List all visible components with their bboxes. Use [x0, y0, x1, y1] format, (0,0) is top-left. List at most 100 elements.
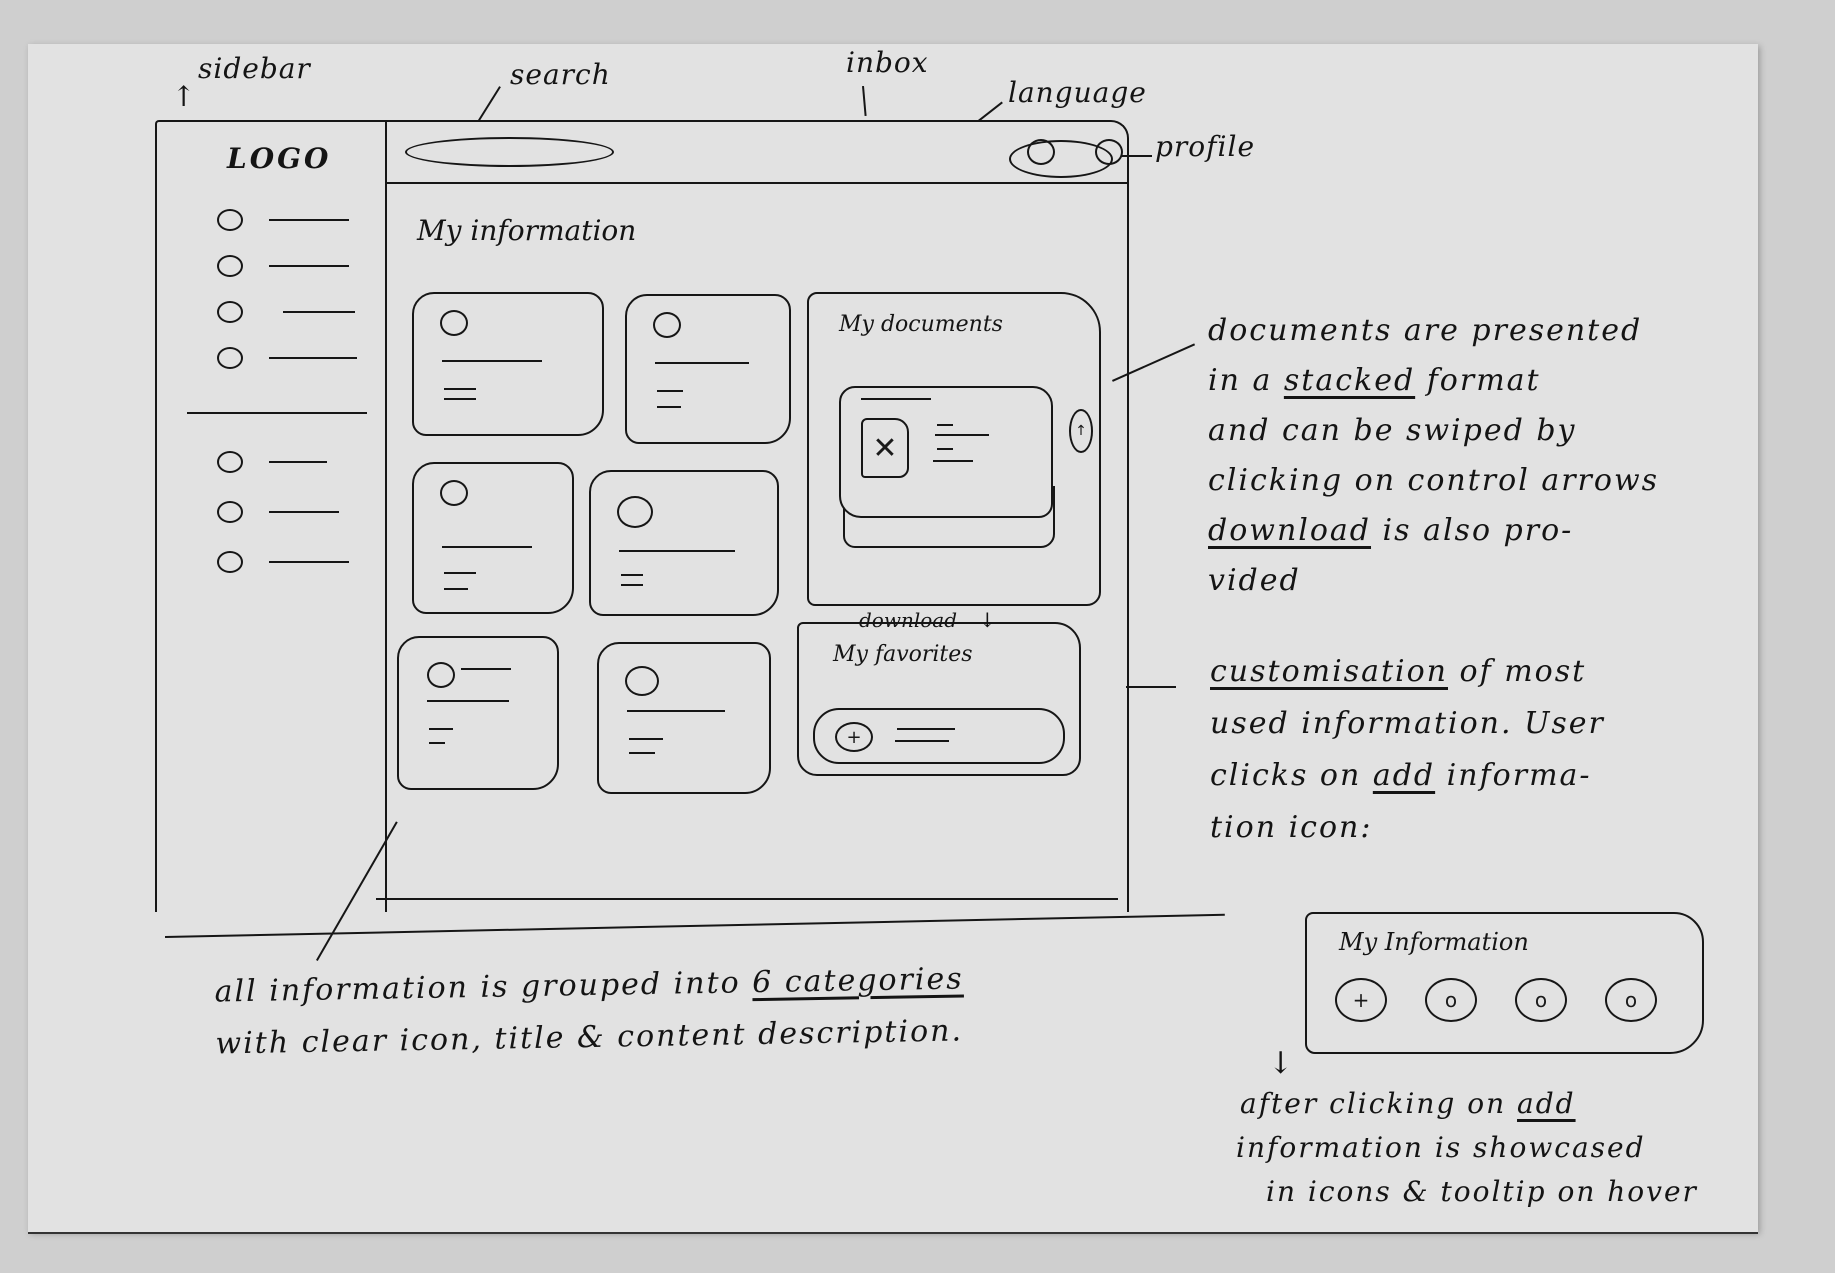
category-card-2[interactable] [625, 294, 791, 444]
annotation-profile: profile [1155, 130, 1256, 163]
sidebar-item-3[interactable] [217, 298, 357, 326]
category-icon [617, 496, 653, 528]
annotation-arrow-sidebar: ↑ [172, 80, 197, 113]
sidebar-item-label [269, 461, 327, 463]
my-favorites-title: My favorites [833, 642, 973, 667]
wireframe-app-frame: LOGO My information [155, 120, 1129, 912]
category-description [657, 390, 683, 392]
category-title [442, 360, 542, 362]
logo: LOGO [227, 142, 332, 175]
sidebar-item-4[interactable] [217, 344, 357, 372]
info-icon[interactable]: o [1425, 978, 1477, 1022]
document-card[interactable]: ✕ [839, 386, 1053, 518]
circle-icon [217, 501, 243, 523]
sidebar-item-7[interactable] [217, 548, 357, 576]
category-icon [440, 480, 468, 506]
sidebar-item-label [269, 265, 349, 267]
download-icon: ↓ [979, 608, 996, 632]
paper-sheet [28, 44, 1758, 1232]
category-card-6[interactable] [597, 642, 771, 794]
my-documents-title: My documents [839, 312, 1003, 337]
category-description [621, 584, 643, 586]
category-description [444, 588, 468, 590]
add-icon[interactable]: + [1335, 978, 1387, 1022]
document-thumbnail-icon: ✕ [861, 418, 909, 478]
category-title [619, 550, 735, 552]
category-card-5[interactable] [397, 636, 559, 790]
document-title-line [861, 398, 931, 400]
annotation-categories-note: all information is grouped into 6 catego… [214, 961, 964, 1062]
document-control-arrow[interactable]: ↑ [1069, 409, 1093, 453]
profile-button[interactable] [1009, 140, 1113, 178]
sidebar-item-label [269, 561, 349, 563]
example-icon-row: + o o o [1335, 978, 1657, 1022]
category-description [621, 574, 643, 576]
category-description [444, 572, 476, 574]
circle-icon [217, 551, 243, 573]
category-description [629, 738, 663, 740]
add-icon[interactable]: + [835, 722, 873, 752]
example-title: My Information [1339, 928, 1529, 956]
category-card-4[interactable] [589, 470, 779, 616]
annotation-search: search [510, 58, 611, 91]
annotation-sidebar: sidebar [198, 52, 311, 85]
category-description [444, 388, 476, 390]
annotation-documents-note: documents are presented in a stacked for… [1208, 313, 1660, 598]
category-icon [653, 312, 681, 338]
sidebar-item-label [283, 311, 355, 313]
sidebar-item-1[interactable] [217, 206, 357, 234]
category-card-3[interactable] [412, 462, 574, 614]
download-button[interactable]: download ↓ [859, 608, 996, 632]
sidebar-item-label [269, 219, 349, 221]
category-title-short [461, 668, 511, 670]
circle-icon [217, 451, 243, 473]
circle-icon [217, 301, 243, 323]
category-icon [427, 662, 455, 688]
annotation-inbox: inbox [846, 46, 929, 79]
sidebar-divider [187, 412, 367, 414]
document-stack[interactable]: ✕ download ↓ [839, 386, 1057, 632]
circle-icon [217, 255, 243, 277]
annotation-after-note: after clicking on add information is sho… [1236, 1087, 1698, 1208]
sidebar-item-label [269, 511, 339, 513]
download-label: download [859, 608, 958, 632]
sidebar-item-2[interactable] [217, 252, 357, 280]
document-meta-line [933, 460, 973, 462]
category-icon [625, 666, 659, 696]
category-title [655, 362, 749, 364]
category-description [444, 398, 476, 400]
info-icon[interactable]: o [1605, 978, 1657, 1022]
sidebar: LOGO [157, 122, 387, 912]
category-card-1[interactable] [412, 292, 604, 436]
sidebar-item-label [269, 357, 357, 359]
circle-icon [217, 347, 243, 369]
category-description [429, 742, 445, 744]
annotation-pointer-favorites [1126, 686, 1176, 688]
category-title [627, 710, 725, 712]
my-favorites-panel: My favorites + [797, 622, 1081, 776]
topbar [385, 122, 1127, 184]
annotation-language: language [1008, 76, 1147, 109]
category-description [429, 728, 453, 730]
category-description [657, 406, 681, 408]
category-icon [440, 310, 468, 336]
info-icon[interactable]: o [1515, 978, 1567, 1022]
annotation-customisation-note: customisation of most used information. … [1210, 654, 1605, 845]
category-title [442, 546, 532, 548]
frame-bottom-rule [376, 898, 1118, 900]
favorite-line [897, 728, 955, 730]
sidebar-item-5[interactable] [217, 448, 357, 476]
circle-icon [217, 209, 243, 231]
annotation-arrow-after: ↓ [1268, 1046, 1294, 1081]
search-input[interactable] [405, 137, 614, 167]
favorite-line [895, 740, 949, 742]
my-documents-panel: My documents ✕ download ↓ ↑ [807, 292, 1101, 632]
add-information-bar[interactable]: + [813, 708, 1065, 764]
document-meta-line [935, 434, 989, 436]
annotation-pointer-profile [1122, 155, 1152, 157]
document-meta-line [937, 424, 953, 426]
sidebar-item-6[interactable] [217, 498, 357, 526]
my-information-example: My Information + o o o [1305, 912, 1704, 1054]
category-title [427, 700, 509, 702]
page-title: My information [417, 214, 637, 247]
